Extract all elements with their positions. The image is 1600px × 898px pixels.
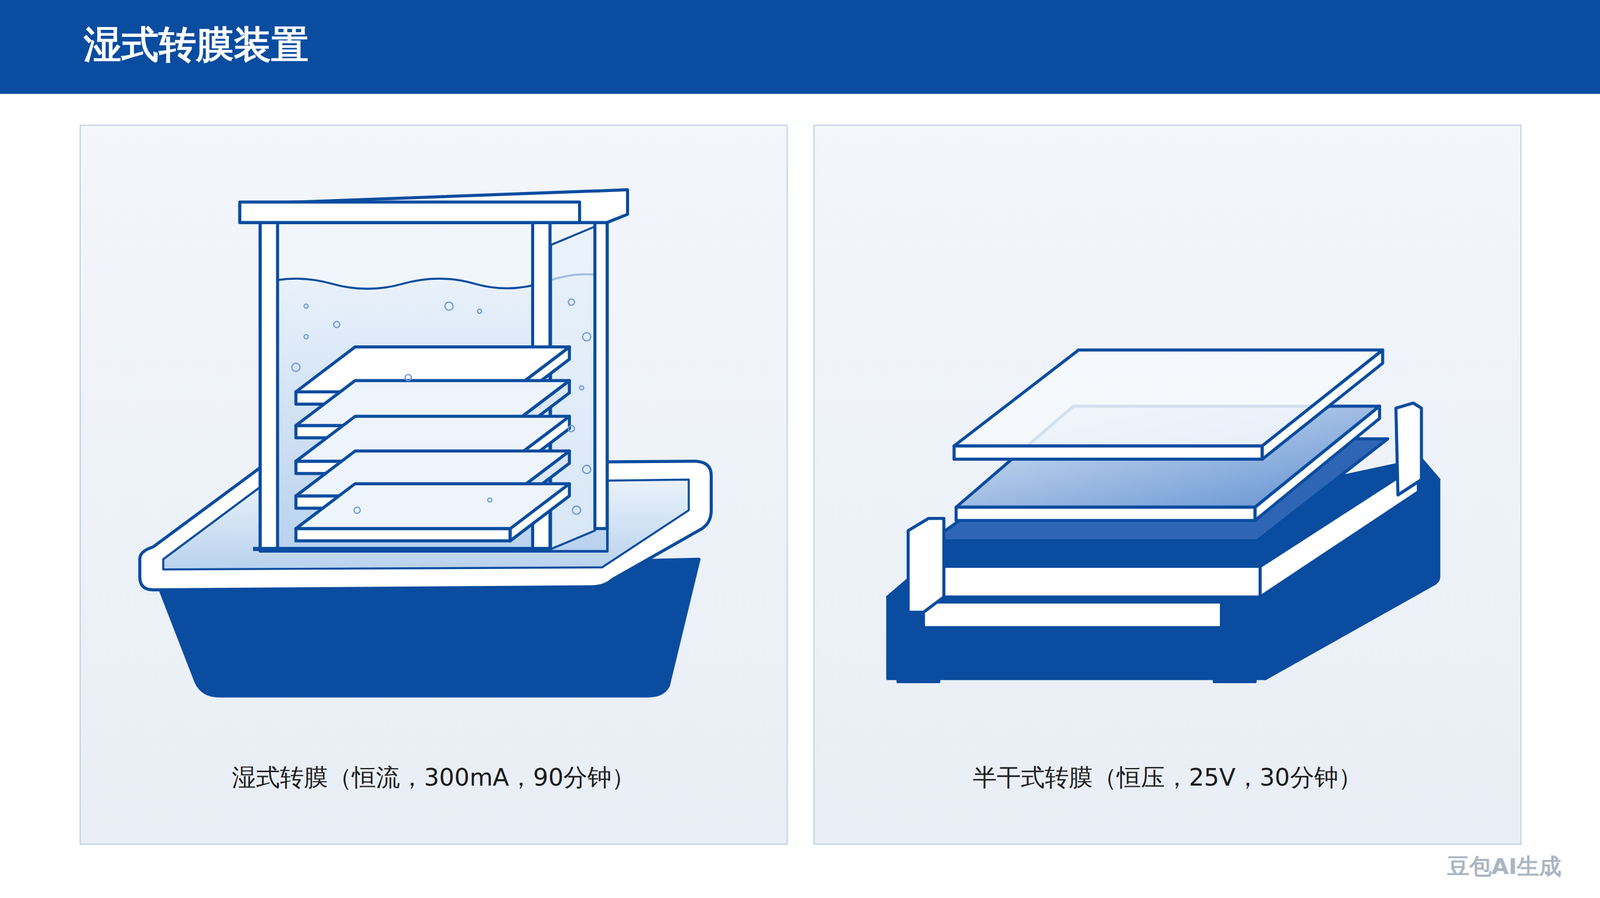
panel-ground xyxy=(813,124,1522,846)
method-panel: 湿式转膜（恒流，300mA，90分钟） xyxy=(79,124,788,846)
wet-transfer-tank xyxy=(139,189,712,697)
watermark: 豆包AI生成 xyxy=(1447,852,1562,882)
bubbles xyxy=(291,299,591,515)
panel-caption: 半干式转膜（恒压，25V，30分钟） xyxy=(814,762,1521,794)
header-bar xyxy=(0,0,1600,94)
panel-ground xyxy=(79,124,788,846)
page-title: 湿式转膜装置 xyxy=(83,18,309,72)
semi-dry-transfer-unit xyxy=(887,350,1439,683)
panel-caption: 湿式转膜（恒流，300mA，90分钟） xyxy=(80,762,787,794)
method-panel: 半干式转膜（恒压，25V，30分钟） xyxy=(813,124,1522,846)
plate-stack xyxy=(295,347,570,542)
